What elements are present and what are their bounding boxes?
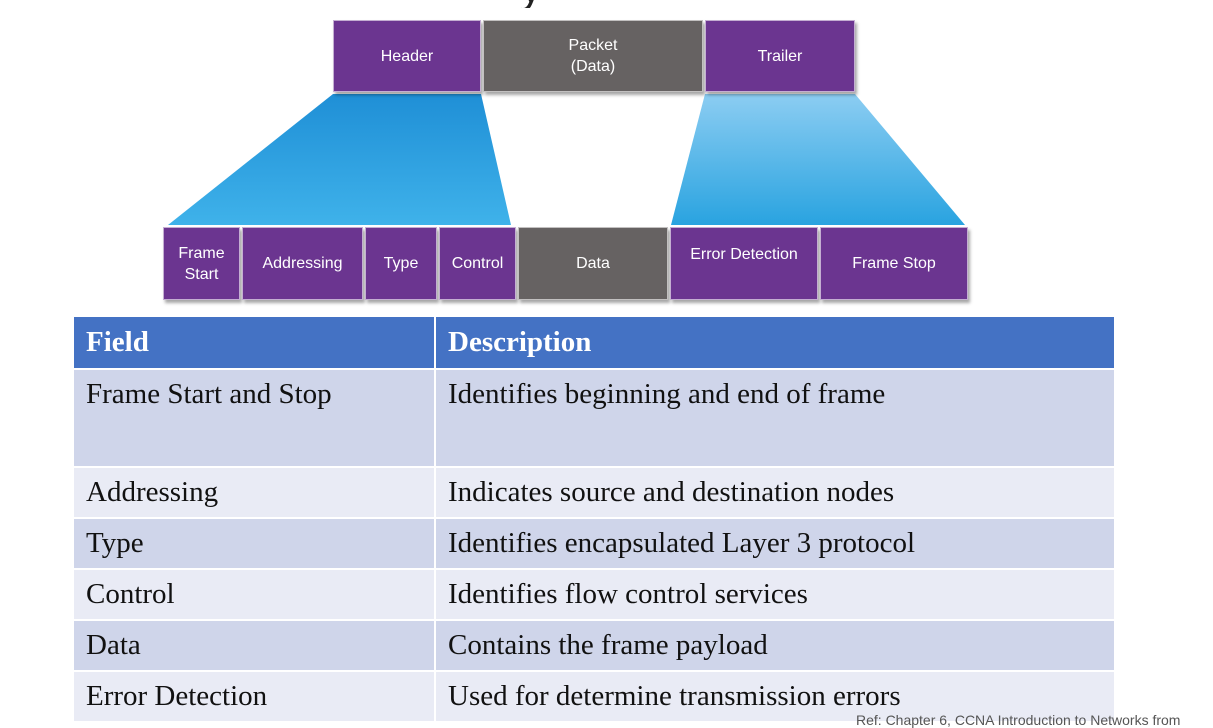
description-cell: Identifies flow control services <box>434 568 1116 621</box>
table-row: Frame Start and Stop Identifies beginnin… <box>72 368 1116 468</box>
control-box: Control <box>439 227 516 300</box>
description-cell: Identifies beginning and end of frame <box>434 368 1116 468</box>
field-cell: Data <box>72 619 436 672</box>
error-detection-label: Error Detection <box>690 246 798 263</box>
field-cell: Addressing <box>72 466 436 519</box>
trailer-expansion-funnel <box>671 94 965 225</box>
reference-note: Ref: Chapter 6, CCNA Introduction to Net… <box>856 712 1181 728</box>
description-column-header: Description <box>434 315 1116 370</box>
frame-fields-table: Field Description Frame Start and Stop I… <box>72 315 1116 723</box>
frame-stop-box: Frame Stop <box>820 227 968 300</box>
type-box: Type <box>365 227 437 300</box>
field-column-header: Field <box>72 315 436 370</box>
frame-start-label: Frame Start <box>178 244 225 283</box>
title-fragment: y <box>520 0 580 8</box>
table-row: Error Detection Used for determine trans… <box>72 670 1116 723</box>
description-cell: Indicates source and destination nodes <box>434 466 1116 519</box>
field-cell: Error Detection <box>72 670 436 723</box>
frame-diagram <box>168 94 965 225</box>
type-label: Type <box>383 255 419 272</box>
addressing-box: Addressing <box>242 227 363 300</box>
trailer-box: Trailer <box>705 20 855 92</box>
field-cell: Control <box>72 568 436 621</box>
packet-box: Packet (Data) <box>483 20 703 92</box>
table-row: Data Contains the frame payload <box>72 619 1116 672</box>
description-cell: Identifies encapsulated Layer 3 protocol <box>434 517 1116 570</box>
table-header-row: Field Description <box>72 315 1116 370</box>
data-box: Data <box>518 227 668 300</box>
field-cell: Frame Start and Stop <box>72 368 436 468</box>
table-row: Addressing Indicates source and destinat… <box>72 466 1116 519</box>
field-cell: Type <box>72 517 436 570</box>
description-cell: Contains the frame payload <box>434 619 1116 672</box>
trailer-label: Trailer <box>757 47 803 65</box>
table-row: Control Identifies flow control services <box>72 568 1116 621</box>
header-expansion-funnel <box>168 94 511 225</box>
data-label: Data <box>576 255 610 272</box>
table-row: Type Identifies encapsulated Layer 3 pro… <box>72 517 1116 570</box>
addressing-label: Addressing <box>262 255 343 272</box>
header-label: Header <box>380 47 434 65</box>
error-detection-box: Error Detection <box>670 227 818 300</box>
control-label: Control <box>451 255 504 272</box>
frame-stop-label: Frame Stop <box>852 255 936 272</box>
header-box: Header <box>333 20 481 92</box>
packet-label: Packet (Data) <box>568 37 618 75</box>
frame-start-box: Frame Start <box>163 227 240 300</box>
description-cell: Used for determine transmission errors <box>434 670 1116 723</box>
